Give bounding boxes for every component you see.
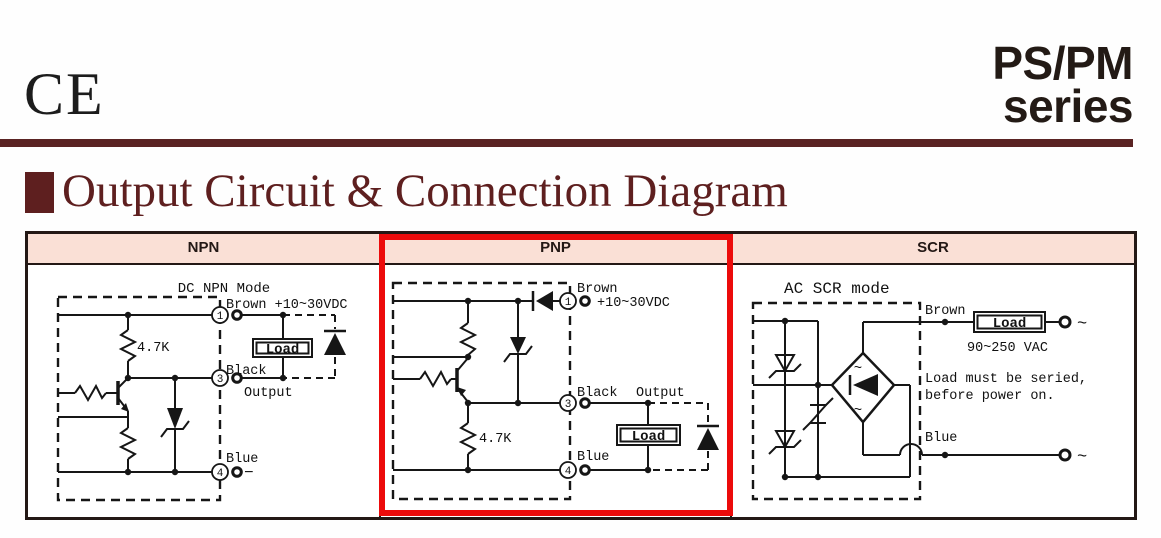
npn-terminal-3-number: 3 [217,374,224,386]
scr-tilde-top: ~ [1077,315,1087,334]
pnp-load-box [616,424,681,446]
npn-terminal-1: 1 [211,306,243,324]
scr-bridge-tilde-top: ~ [854,361,862,377]
pnp-circuit-svg: 1 3 4 Brown +10~30VDC Black Output Blue … [391,281,719,501]
series-line2: series [1002,79,1134,132]
ce-mark: CE [24,61,105,127]
pnp-terminal-4-number: 4 [565,466,572,478]
npn-sensor-dashed-box [56,295,222,502]
scr-circuit-svg: AC SCR mode Brown Load ~ 90~250 VAC Load… [751,280,1087,501]
npn-output-label: Output [244,386,293,401]
scr-ac-terminal-top [1058,315,1072,329]
pnp-terminal-1-pin [579,295,591,307]
scr-blue-label: Blue [925,431,957,446]
scr-bridge-diode [848,374,878,396]
maroon-rule [0,139,1133,147]
npn-terminal-4-pin [231,466,243,478]
npn-resistor-label: 4.7K [137,341,170,356]
npn-mode-title: DC NPN Mode [178,281,270,297]
pnp-black-label: Black [577,386,618,401]
pnp-sensor-dashed-box [391,281,572,501]
npn-junction-dots [124,311,287,476]
scr-junction-dots [781,317,949,481]
npn-terminal-4: 4 [211,463,243,481]
npn-terminal-1-pin [231,309,243,321]
pnp-junction-dots [464,297,652,474]
npn-black-label: Black [226,364,267,379]
pnp-terminal-1: 1 [559,292,591,310]
pnp-output-label: Output [636,386,685,401]
npn-terminal-4-number: 4 [217,468,224,480]
pnp-highlight-box [379,234,733,516]
npn-terminal-3: 3 [211,369,243,387]
scr-bridge-tilde-bottom: ~ [854,403,862,419]
scr-load-box [973,311,1046,333]
pnp-terminal-4: 4 [559,461,591,479]
heading-bullet-square [25,172,54,213]
pnp-terminal-3: 3 [559,394,591,412]
npn-terminal-1-number: 1 [217,311,224,323]
header-scr: SCR [917,239,949,256]
pnp-wires [393,291,709,471]
pnp-terminal-3-pin [579,397,591,409]
npn-circuit-svg: 1 3 4 DC NPN Mode Brown +10~30VDC Black … [56,281,348,502]
series-line1: PS/PM [992,37,1133,89]
npn-terminal-3-pin [231,372,243,384]
header-npn: NPN [187,239,220,256]
pnp-brown-label: Brown [577,282,618,297]
npn-brown-label: Brown +10~30VDC [226,298,348,313]
scr-ac-terminal-bottom [1058,448,1072,462]
npn-load-box [252,338,313,358]
scr-vac-label: 90~250 VAC [967,341,1048,356]
scr-note-line2: before power on. [925,389,1055,404]
section-heading: Output Circuit & Connection Diagram [62,165,788,217]
npn-blue-label: Blue [226,452,258,467]
pnp-terminal-4-pin [579,464,591,476]
scr-mode-title: AC SCR mode [784,280,890,298]
pnp-blue-label: Blue [577,450,609,465]
pnp-load-label: Load [632,429,666,445]
npn-external-diode [324,329,346,355]
pnp-external-diode [697,424,719,450]
scr-load-label: Load [993,316,1027,332]
pnp-vdc-label: +10~30VDC [597,296,670,311]
header-pnp: PNP [540,239,571,256]
npn-load-label: Load [266,342,300,358]
npn-minus-label: − [244,464,254,482]
pnp-terminal-1-number: 1 [565,297,572,309]
pnp-terminal-3-number: 3 [565,399,572,411]
pnp-resistor-label: 4.7K [479,432,512,447]
scr-note-line1: Load must be seried, [925,372,1087,387]
scr-brown-label: Brown [925,304,966,319]
scr-sensor-dashed-box [751,301,922,501]
scr-tilde-bottom: ~ [1077,448,1087,467]
series-title: PS/PM series [992,37,1134,132]
